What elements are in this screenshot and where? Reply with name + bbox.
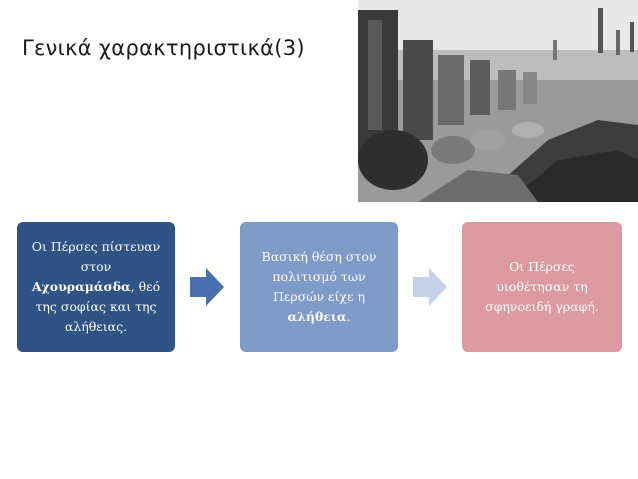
process-step-1: Οι Πέρσες πίστευαν στον Αχουραμάσδα, θεό… (17, 222, 175, 352)
step-1-bold: Αχουραμάσδα (31, 279, 131, 294)
step-3-line-3: σφηνοειδή γραφή. (485, 299, 599, 314)
arrow-right-icon (190, 268, 224, 306)
process-step-2: Βασική θέση στον πολιτισμό των Περσών εί… (240, 222, 398, 352)
step-2-line-1: Βασική θέση στον (261, 249, 377, 264)
step-2-line-2: πολιτισμό των (272, 269, 366, 284)
step-2-bold: αλήθεια (287, 309, 347, 324)
step-1-line-3-rest: , θεό (130, 279, 161, 294)
step-1-line-5: αλήθειας. (64, 319, 128, 334)
process-step-3-text: Οι Πέρσες υιοθέτησαν τη σφηνοειδή γραφή. (485, 257, 599, 317)
process-step-3: Οι Πέρσες υιοθέτησαν τη σφηνοειδή γραφή. (462, 222, 622, 352)
step-2-line-4-rest: . (346, 309, 351, 324)
process-step-2-text: Βασική θέση στον πολιτισμό των Περσών εί… (262, 247, 377, 327)
step-3-line-1: Οι Πέρσες (509, 259, 575, 274)
step-1-line-2: στον (80, 259, 112, 274)
ruins-photo-icon (358, 0, 638, 202)
step-3-line-2: υιοθέτησαν τη (496, 279, 588, 294)
slide-title: Γενικά χαρακτηριστικά(3) (22, 36, 305, 60)
step-2-line-3: Περσών είχε η (273, 289, 365, 304)
process-step-1-text: Οι Πέρσες πίστευαν στον Αχουραμάσδα, θεό… (32, 237, 161, 337)
step-1-line-1: Οι Πέρσες πίστευαν (31, 239, 161, 254)
ruins-photo (358, 0, 638, 202)
arrow-right-icon (413, 268, 447, 306)
step-1-line-4: της σοφίας και της (35, 299, 157, 314)
